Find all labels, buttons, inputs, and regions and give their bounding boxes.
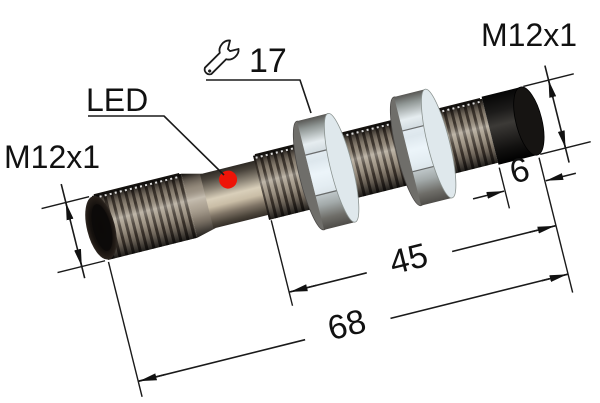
front-thread-label: M12x1 — [4, 139, 100, 175]
led-label: LED — [86, 82, 148, 118]
rear-cap — [481, 86, 545, 165]
rear-diameter-dimension — [523, 65, 591, 163]
total-length-value: 68 — [324, 302, 370, 348]
hex-nut-front — [292, 112, 360, 231]
front-face — [85, 196, 117, 260]
thread-length-value: 45 — [386, 236, 432, 282]
front-thread-section — [92, 172, 198, 261]
hex-nut-rear — [389, 88, 457, 207]
sensor-assembly: 6 45 68 — [41, 65, 591, 398]
rear-thread-section — [253, 97, 499, 220]
total-length-dimension: 68 — [107, 261, 569, 398]
taper-section — [181, 173, 216, 238]
thread-length-dimension: 45 — [270, 220, 557, 306]
smooth-barrel-section — [199, 160, 270, 229]
dimension-lines: 6 45 68 — [41, 65, 591, 398]
wrench-size-label: 17 — [249, 42, 287, 80]
led-leader-line — [88, 115, 225, 176]
wrench-icon — [203, 39, 240, 76]
rear-thread-label: M12x1 — [481, 17, 577, 53]
front-diameter-dimension — [41, 183, 106, 279]
wrench-leader-line — [206, 79, 312, 114]
